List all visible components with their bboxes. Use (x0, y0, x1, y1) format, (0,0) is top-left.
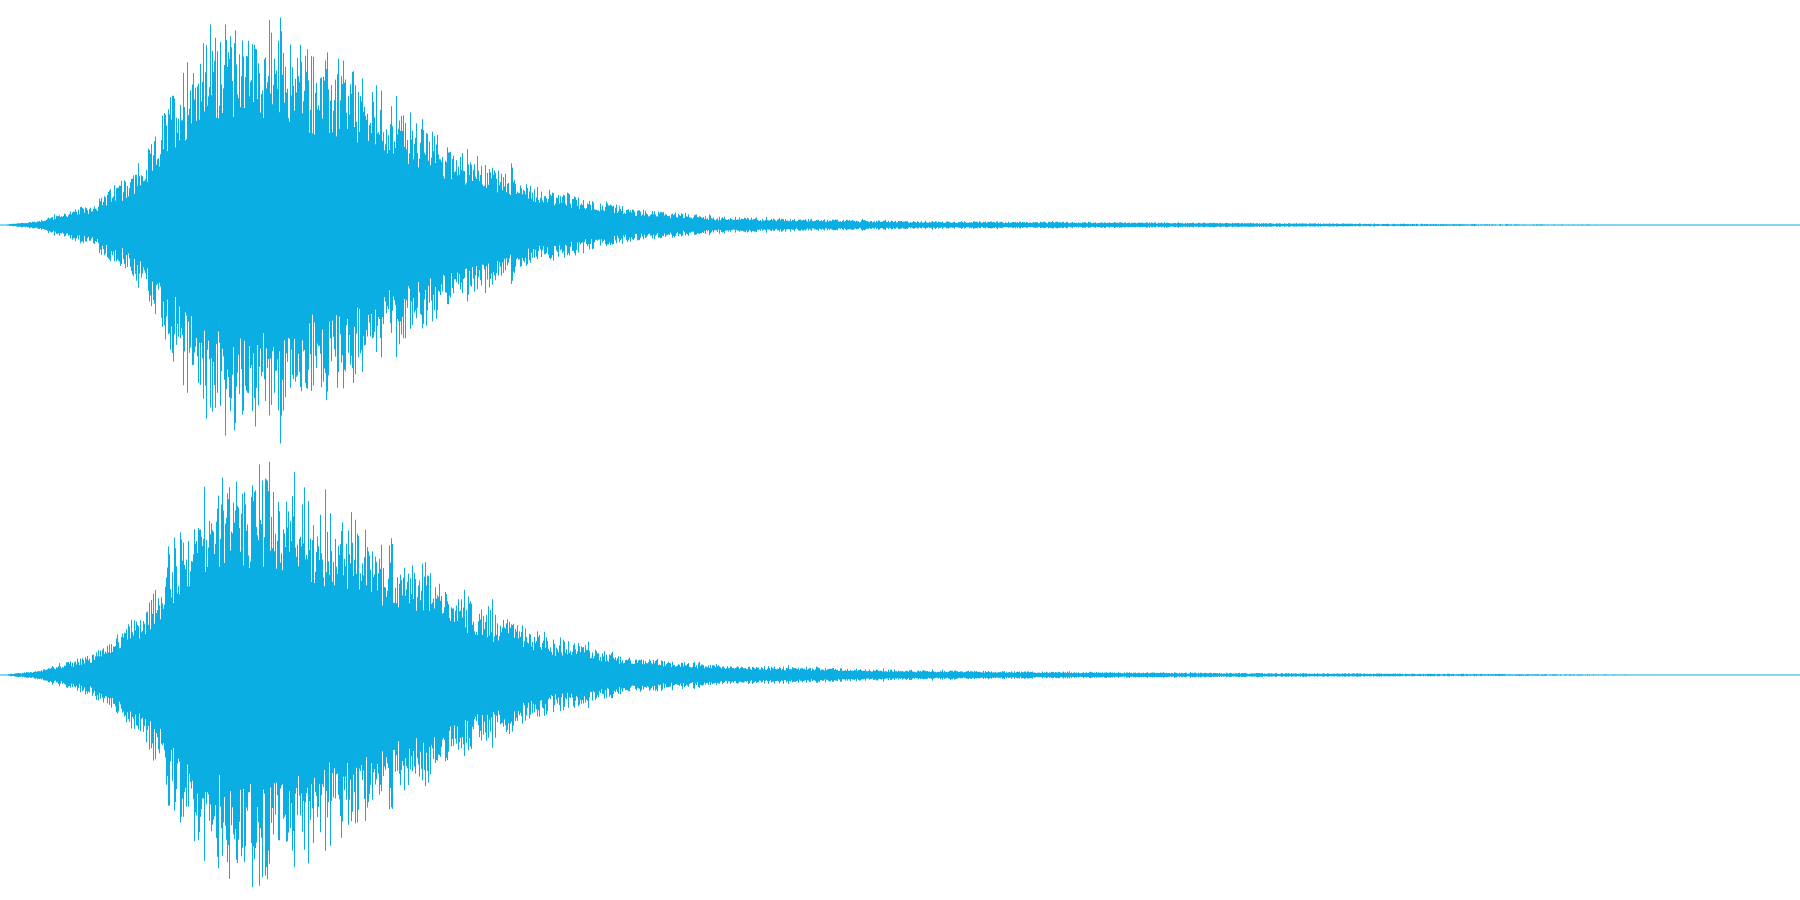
channel-1-waveform (0, 17, 1800, 444)
channel-2-samples (3, 461, 1706, 888)
channel-2-waveform (0, 461, 1800, 888)
channel-1-samples (3, 17, 1696, 444)
